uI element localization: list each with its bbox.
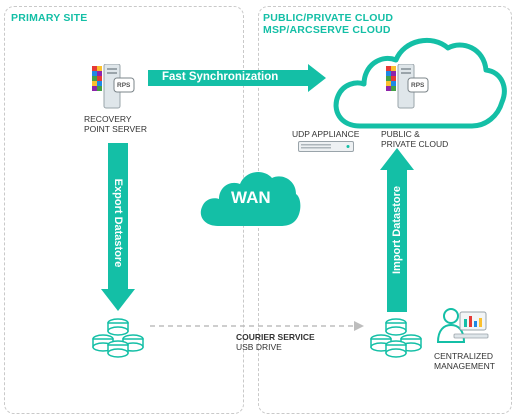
rps-label-line1: RECOVERY (84, 114, 132, 124)
rps-badge: RPS (117, 82, 131, 89)
rps-cloud-server-icon (386, 64, 429, 109)
rps-cloud-badge: RPS (411, 82, 425, 89)
courier-label-line2: USB DRIVE (236, 342, 282, 352)
cloud-label-line1: PUBLIC & (381, 129, 420, 139)
fast-sync-label: Fast Synchronization (162, 71, 279, 83)
courier-dashed-arrow (150, 321, 364, 331)
udp-appliance-icon (298, 141, 354, 152)
courier-label-line1: COURIER SERVICE (236, 332, 315, 342)
rps-label-line2: POINT SERVER (84, 124, 147, 134)
cloud-site-title-line2: MSP/ARCSERVE CLOUD (263, 24, 391, 36)
rps-server-icon (92, 64, 135, 109)
primary-site-title: PRIMARY SITE (11, 12, 88, 24)
export-datastore-label: Export Datastore (112, 178, 124, 268)
cloud-label-line2: PRIVATE CLOUD (381, 139, 449, 149)
wan-cloud-icon (200, 172, 301, 226)
fast-sync-arrow (148, 64, 326, 92)
wan-label: WAN (231, 188, 271, 207)
management-label-line2: MANAGEMENT (434, 361, 495, 371)
import-datastore-label: Import Datastore (391, 185, 403, 275)
management-user-icon (436, 308, 489, 343)
cloud-site-title-line1: PUBLIC/PRIVATE CLOUD (263, 12, 394, 24)
datastore-stack-cloud-icon (370, 318, 422, 358)
export-datastore-arrow (101, 143, 135, 311)
datastore-stack-primary-icon (92, 318, 144, 358)
import-datastore-arrow (380, 148, 414, 312)
management-label-line1: CENTRALIZED (434, 351, 494, 361)
udp-appliance-label: UDP APPLIANCE (292, 129, 360, 139)
